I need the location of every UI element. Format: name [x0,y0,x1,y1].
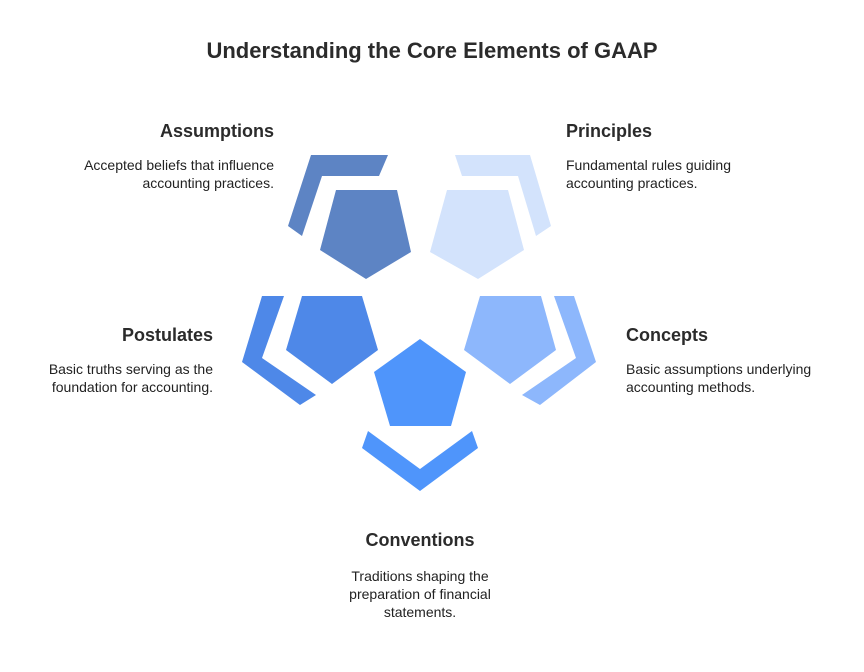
principles-outer-bracket [455,155,551,236]
concepts-outer-bracket [522,296,596,405]
assumptions-shape [288,155,411,279]
concepts-description-line-1: Basic assumptions underlying [626,361,812,377]
assumptions-label: Assumptions [159,121,274,141]
concepts-description-line-2: accounting methods. [626,379,756,395]
conventions-description-line-2: preparation of financial [349,586,491,602]
principles-description: Fundamental rules guiding accounting pra… [566,156,731,192]
principles-label: Principles [566,121,653,141]
conventions-pentagon [374,339,466,426]
conventions-shape [362,339,478,491]
concepts-pentagon [464,296,556,384]
postulates-label: Postulates [121,325,213,345]
concepts-shape [464,296,596,405]
diagram-title: Understanding the Core Elements of GAAP [206,38,658,63]
principles-description-line-2: accounting practices. [566,175,698,191]
conventions-description-line-1: Traditions shaping the [351,568,489,584]
assumptions-outer-bracket [288,155,388,236]
assumptions-description: Accepted beliefs that influence accounti… [84,156,274,192]
principles-description-line-1: Fundamental rules guiding [566,157,731,173]
assumptions-description-line-2: accounting practices. [142,175,274,191]
conventions-label: Conventions [365,530,475,550]
assumptions-pentagon [320,190,411,279]
postulates-description-line-2: foundation for accounting. [51,379,213,395]
concepts-label: Concepts [626,325,709,345]
conventions-description-line-3: statements. [383,604,457,620]
postulates-outer-bracket [242,296,316,405]
postulates-pentagon [286,296,378,384]
concepts-description: Basic assumptions underlying accounting … [626,360,811,396]
conventions-description: Traditions shaping the preparation of fi… [300,567,540,621]
principles-pentagon [430,190,524,279]
conventions-outer-bracket [362,431,478,491]
assumptions-description-line-1: Accepted beliefs that influence [84,157,274,173]
principles-shape [430,155,551,279]
postulates-shape [242,296,378,405]
postulates-description-line-1: Basic truths serving as the [48,361,213,377]
postulates-description: Basic truths serving as the foundation f… [49,360,213,396]
